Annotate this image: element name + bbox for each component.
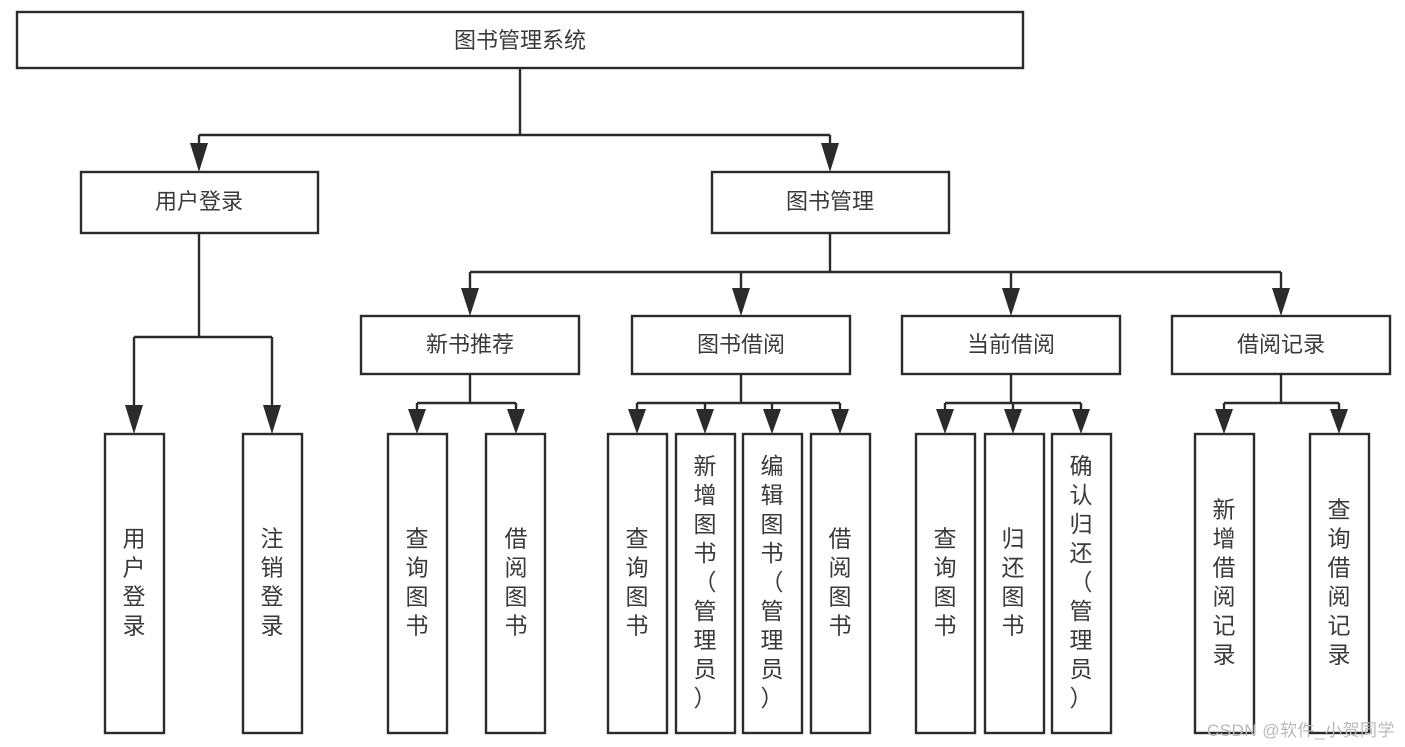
arrow-head-new-book-rec xyxy=(461,288,479,316)
new-book-recommend-label: 新书推荐 xyxy=(426,332,514,357)
arrow-head-leaf-query-book-2 xyxy=(628,409,646,434)
arrow-head-leaf-user-login xyxy=(125,405,143,434)
leaf-return-book-label: 归还图书 xyxy=(1002,526,1025,639)
node-current-borrow[interactable]: 当前借阅 xyxy=(900,314,1122,376)
arrow-head-user-login xyxy=(190,143,208,172)
leaf-query-book-borrow-label: 查询图书 xyxy=(626,526,649,639)
leaf-borrow-book-rec-label: 借阅图书 xyxy=(505,526,528,639)
current-borrow-box[interactable] xyxy=(900,314,1122,376)
leaf-borrow-book-label: 借阅图书 xyxy=(829,526,852,639)
current-borrow-label: 当前借阅 xyxy=(967,332,1055,357)
arrow-head-book-borrow xyxy=(732,288,750,316)
book-management-label: 图书管理 xyxy=(786,189,874,214)
leaf-user-login-box[interactable] xyxy=(103,432,166,735)
new-book-recommend-box[interactable] xyxy=(359,314,581,376)
leaf-add-book-label: 新增图书（管理员） xyxy=(694,453,717,711)
leaf-borrow-book-box[interactable] xyxy=(809,432,872,735)
node-leaf-edit-book[interactable]: 编辑图书（管理员） xyxy=(741,432,804,735)
node-leaf-add-borrow-record[interactable]: 新增借阅记录 xyxy=(1193,432,1256,735)
leaf-confirm-return-label: 确认归还（管理员） xyxy=(1070,453,1093,711)
node-leaf-borrow-book[interactable]: 借阅图书 xyxy=(809,432,872,735)
arrow-head-borrow-record xyxy=(1272,288,1290,316)
arrow-head-current-borrow xyxy=(1002,288,1020,316)
book-management-box[interactable] xyxy=(710,170,951,235)
node-leaf-add-book[interactable]: 新增图书（管理员） xyxy=(674,432,737,735)
arrow-head-leaf-query-book-1 xyxy=(408,409,426,434)
node-book-borrow[interactable]: 图书借阅 xyxy=(630,314,852,376)
arrow-head-leaf-return-book xyxy=(1004,409,1022,434)
leaf-edit-book-label: 编辑图书（管理员） xyxy=(761,453,784,711)
arrow-head-book-mgmt xyxy=(821,143,839,172)
connectors xyxy=(125,68,1348,434)
arrow-head-leaf-confirm-return xyxy=(1072,409,1090,434)
node-leaf-query-book-borrow[interactable]: 查询图书 xyxy=(606,432,669,735)
leaf-query-book-current-label: 查询图书 xyxy=(934,526,957,639)
borrow-record-label: 借阅记录 xyxy=(1237,332,1325,357)
root-box[interactable] xyxy=(15,10,1025,70)
node-leaf-query-borrow-record[interactable]: 查询借阅记录 xyxy=(1308,432,1371,735)
leaf-query-book-borrow-box[interactable] xyxy=(606,432,669,735)
arrow-head-leaf-borrow-book-1 xyxy=(507,409,525,434)
node-leaf-confirm-return[interactable]: 确认归还（管理员） xyxy=(1050,432,1113,735)
leaf-query-book-current-box[interactable] xyxy=(914,432,977,735)
leaf-borrow-book-rec-box[interactable] xyxy=(484,432,547,735)
arrow-head-leaf-add-record xyxy=(1215,409,1233,434)
node-user-login[interactable]: 用户登录 xyxy=(79,170,320,235)
book-borrow-label: 图书借阅 xyxy=(697,332,785,357)
arrow-head-leaf-query-record xyxy=(1330,409,1348,434)
node-leaf-return-book[interactable]: 归还图书 xyxy=(983,432,1046,735)
arrow-head-leaf-edit-book xyxy=(763,409,781,434)
arrow-head-leaf-add-book xyxy=(696,409,714,434)
arrow-head-leaf-query-book-3 xyxy=(936,409,954,434)
node-root-system[interactable]: 图书管理系统 xyxy=(15,10,1025,70)
leaf-edit-book-box[interactable] xyxy=(741,432,804,735)
node-leaf-borrow-book-rec[interactable]: 借阅图书 xyxy=(484,432,547,735)
borrow-record-box[interactable] xyxy=(1170,314,1392,376)
leaf-query-book-rec-box[interactable] xyxy=(386,432,449,735)
arrow-head-leaf-logout xyxy=(263,405,281,434)
node-leaf-logout[interactable]: 注销登录 xyxy=(241,432,304,735)
node-leaf-user-login[interactable]: 用户登录 xyxy=(103,432,166,735)
arrow-head-leaf-borrow-book-2 xyxy=(831,409,849,434)
leaf-add-borrow-record-label: 新增借阅记录 xyxy=(1213,497,1236,668)
leaf-return-book-box[interactable] xyxy=(983,432,1046,735)
book-borrow-box[interactable] xyxy=(630,314,852,376)
leaf-add-book-box[interactable] xyxy=(674,432,737,735)
leaf-add-borrow-record-box[interactable] xyxy=(1193,432,1256,735)
leaf-user-login-label: 用户登录 xyxy=(123,526,146,639)
node-leaf-query-book-current[interactable]: 查询图书 xyxy=(914,432,977,735)
node-leaf-query-book-rec[interactable]: 查询图书 xyxy=(386,432,449,735)
node-borrow-record[interactable]: 借阅记录 xyxy=(1170,314,1392,376)
node-new-book-recommend[interactable]: 新书推荐 xyxy=(359,314,581,376)
user-login-label: 用户登录 xyxy=(155,189,243,214)
root-label: 图书管理系统 xyxy=(454,28,586,53)
user-login-box[interactable] xyxy=(79,170,320,235)
csdn-watermark: CSDN @软件_小贺同学 xyxy=(1206,721,1395,740)
leaf-confirm-return-box[interactable] xyxy=(1050,432,1113,735)
leaf-query-borrow-record-box[interactable] xyxy=(1308,432,1371,735)
leaf-query-borrow-record-label: 查询借阅记录 xyxy=(1328,497,1351,668)
leaf-logout-label: 注销登录 xyxy=(261,526,284,639)
leaf-logout-box[interactable] xyxy=(241,432,304,735)
node-book-management[interactable]: 图书管理 xyxy=(710,170,951,235)
leaf-query-book-rec-label: 查询图书 xyxy=(406,526,429,639)
